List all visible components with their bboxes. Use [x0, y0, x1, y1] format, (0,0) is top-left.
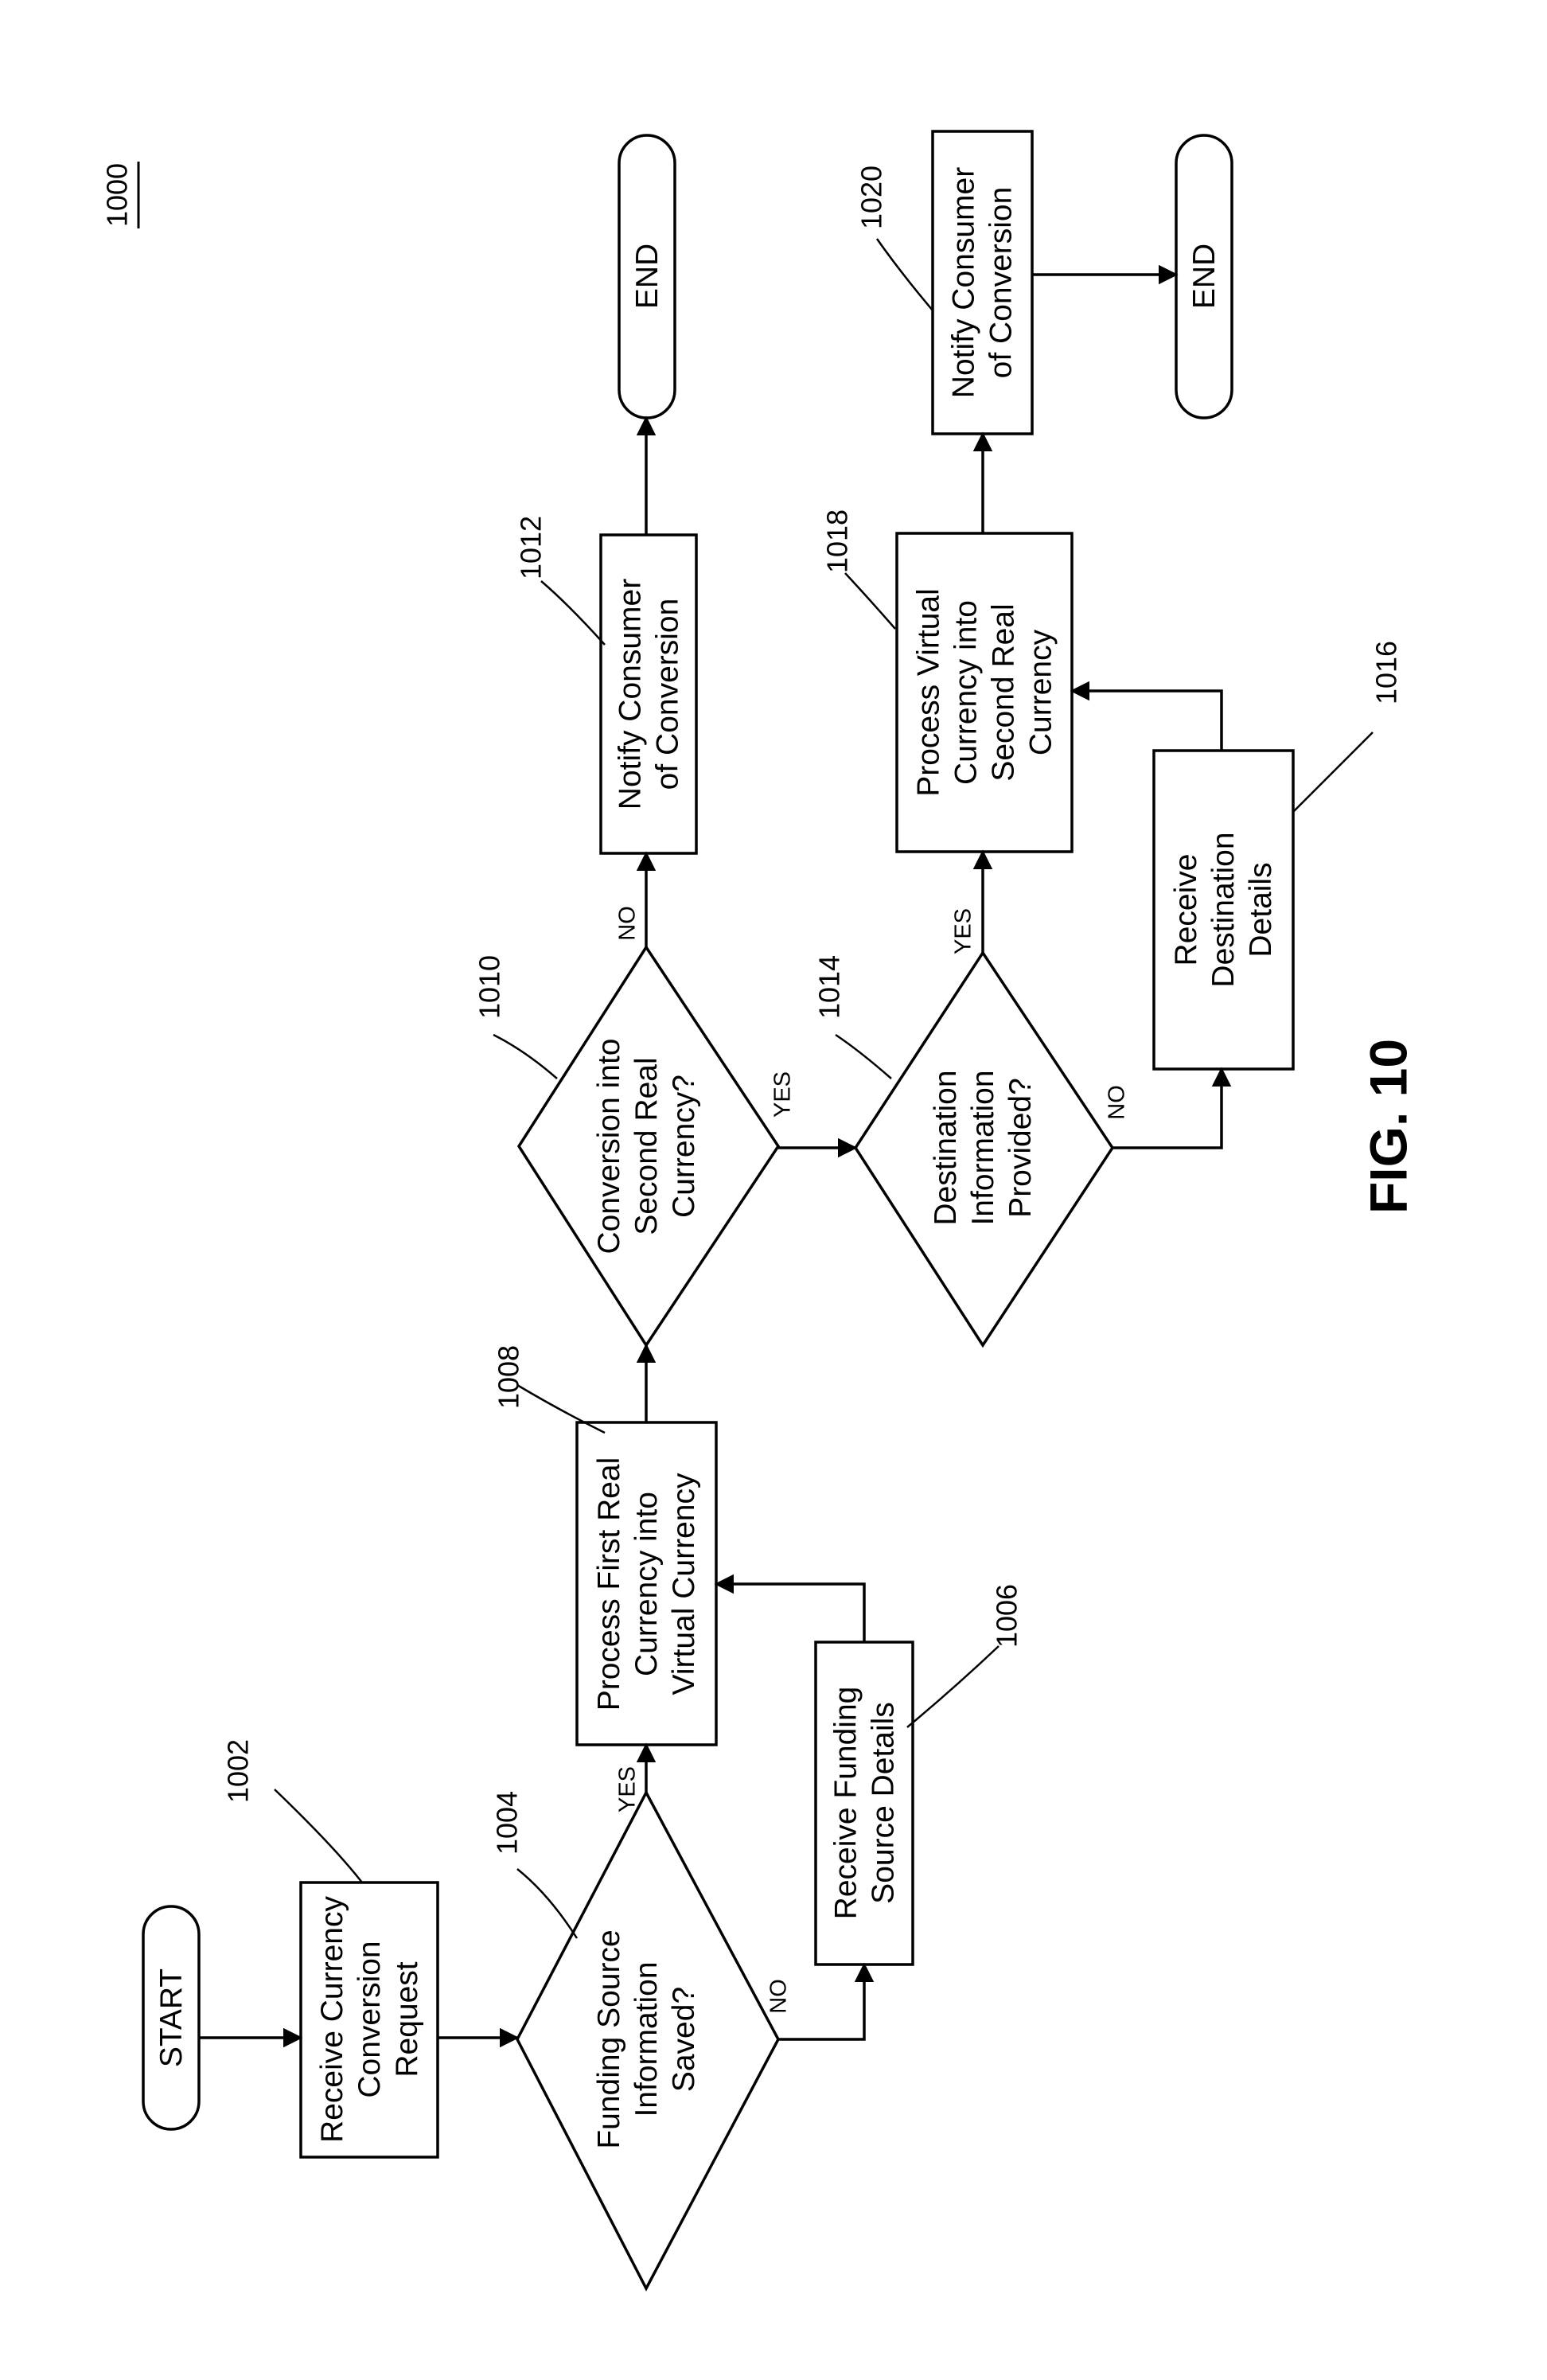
n1008-line-1: Process First Real	[592, 1457, 626, 1711]
branch-label-no-1010: NO	[615, 906, 641, 941]
ref-1012: 1012	[515, 516, 547, 579]
end2-line-1: END	[1187, 244, 1222, 309]
n1010-line-1: Conversion into	[592, 1039, 626, 1254]
branch-label-yes-1004: YES	[615, 1766, 641, 1812]
n1018-line-1: Process Virtual	[912, 588, 946, 797]
decision-label-1014: DestinationInformationProvided?	[929, 1070, 1038, 1225]
start-line-1: START	[154, 1968, 189, 2067]
start-label: START	[154, 1968, 189, 2067]
n1014-line-1: Destination	[929, 1070, 963, 1225]
n1014-line-3: Provided?	[1003, 1078, 1038, 1218]
n1018-line-3: Second Real	[987, 603, 1021, 781]
ref-1016: 1016	[1370, 641, 1403, 704]
n1020-line-2: of Conversion	[984, 187, 1019, 379]
end-label-2: END	[1187, 244, 1222, 309]
n1004-line-2: Information	[629, 1961, 664, 2117]
n1006-line-2: Source Details	[867, 1702, 901, 1904]
ref-1002: 1002	[222, 1739, 255, 1803]
ref-1006: 1006	[991, 1584, 1023, 1648]
n1012-line-1: Notify Consumer	[614, 579, 648, 810]
n1018-line-4: Currency	[1024, 629, 1058, 755]
n1008-line-3: Virtual Currency	[667, 1473, 701, 1695]
ref-1008: 1008	[493, 1345, 525, 1409]
branch-label-yes-1010: YES	[770, 1071, 796, 1118]
n1010-line-2: Second Real	[629, 1057, 664, 1235]
n1002-line-3: Request	[390, 1961, 424, 2077]
branch-label-no-1004: NO	[766, 1979, 792, 2014]
n1002-line-2: Conversion	[353, 1941, 387, 2097]
n1004-line-3: Saved?	[667, 1987, 701, 2092]
end-label-1: END	[630, 244, 664, 309]
n1002-line-1: Receive Currency	[315, 1896, 349, 2143]
n1010-line-3: Currency?	[667, 1075, 701, 1218]
n1008-line-2: Currency into	[629, 1492, 664, 1676]
process-label-1008: Process First RealCurrency intoVirtual C…	[592, 1457, 701, 1711]
ref-1010: 1010	[473, 955, 506, 1019]
n1018-line-2: Currency into	[949, 600, 984, 785]
branch-label-no-1014: NO	[1105, 1085, 1130, 1120]
n1006-line-1: Receive Funding	[829, 1687, 863, 1920]
end1-line-1: END	[630, 244, 664, 309]
figure-number: 1000	[101, 162, 138, 228]
ref-1004: 1004	[491, 1791, 524, 1855]
ref-1014: 1014	[813, 955, 846, 1019]
n1016-line-1: Receive	[1169, 854, 1203, 966]
figure-caption: FIG. 10	[1358, 1039, 1417, 1214]
svg-text:1000: 1000	[101, 163, 134, 227]
ref-1020: 1020	[855, 166, 888, 229]
ref-1018: 1018	[821, 509, 854, 573]
n1016-line-2: Destination	[1206, 832, 1241, 987]
n1004-line-1: Funding Source	[592, 1929, 626, 2148]
n1012-line-2: of Conversion	[651, 599, 685, 790]
n1016-line-3: Details	[1244, 862, 1278, 957]
n1020-line-1: Notify Consumer	[947, 167, 981, 398]
branch-label-yes-1014: YES	[951, 908, 976, 954]
n1014-line-2: Information	[966, 1070, 1000, 1225]
